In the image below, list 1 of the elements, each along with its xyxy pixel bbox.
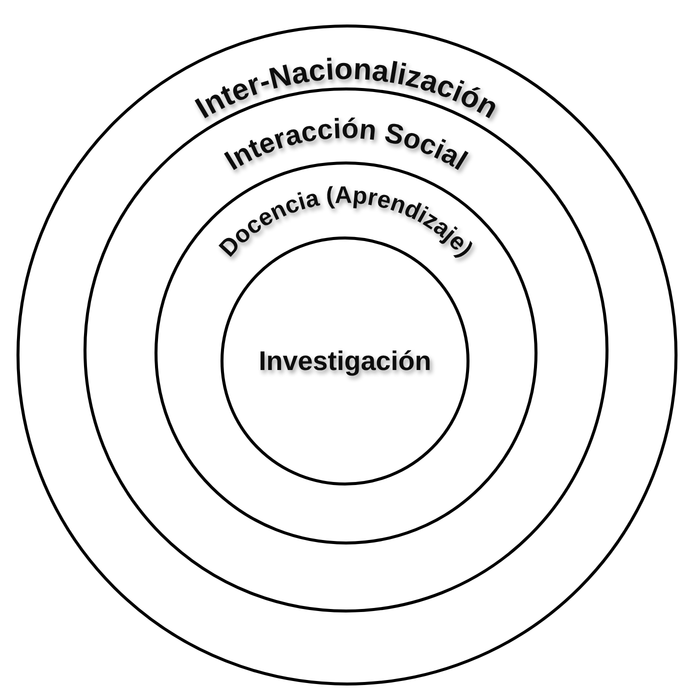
center-label: Investigación — [258, 346, 432, 376]
